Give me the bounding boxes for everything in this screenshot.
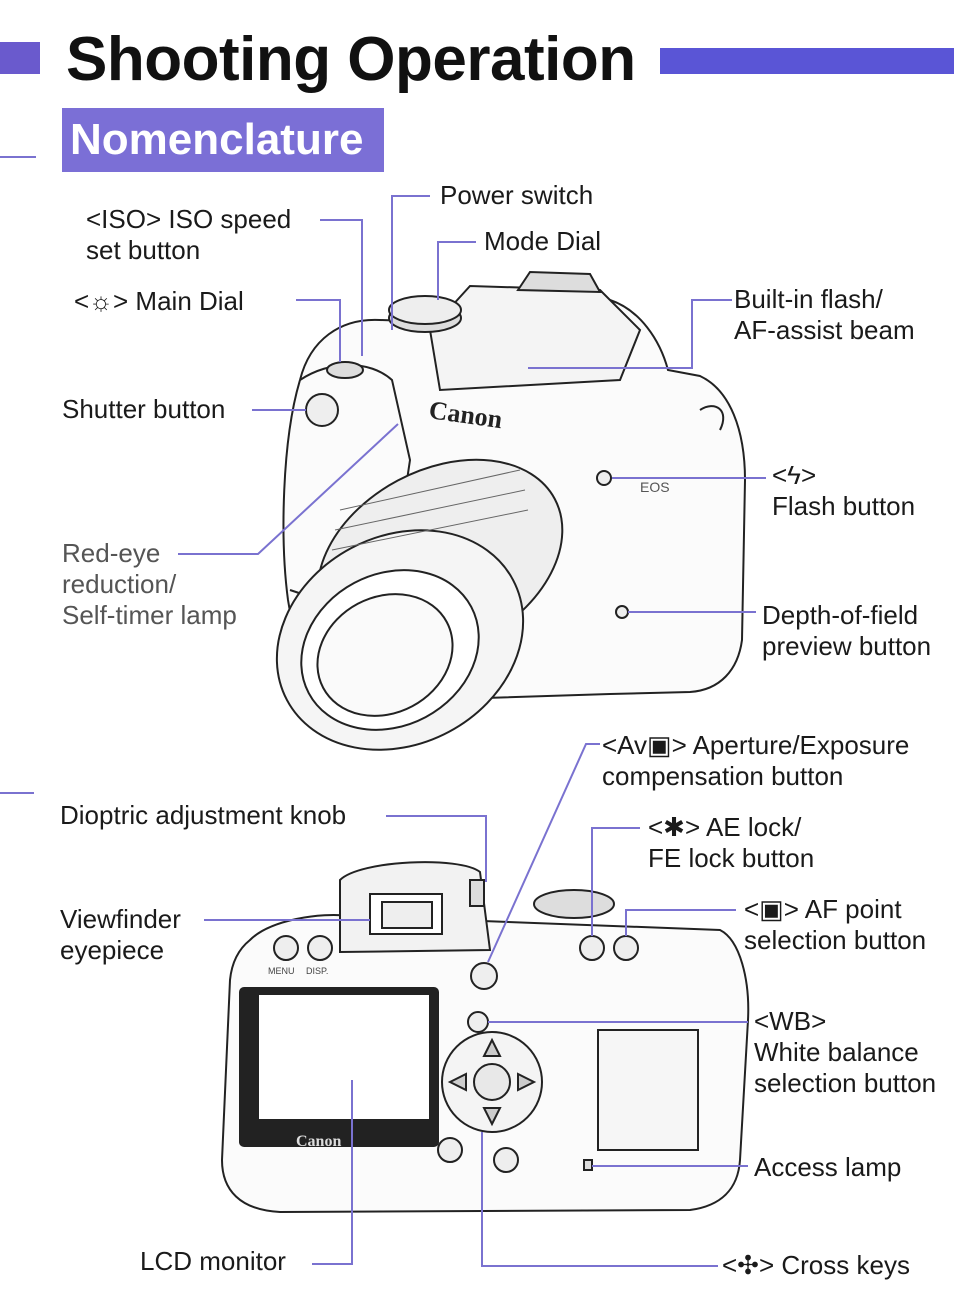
cross-keys-label: <✣> Cross keys [722, 1250, 910, 1280]
flash-button-label: <ϟ> Flash button [772, 460, 915, 522]
power-switch-label: Power switch [440, 180, 594, 210]
main-dial-label: <☼> Main Dial [74, 286, 244, 316]
iso-speed-label-line2: set button [86, 235, 201, 265]
depth-of-field-label-line1: Depth-of-field [762, 600, 919, 630]
viewfinder-label-line1: Viewfinder [60, 904, 181, 934]
aperture-exposure-label: <Av▣> Aperture/Exposure compensation but… [602, 730, 909, 792]
white-balance-label: <WB> White balance selection button [754, 1006, 936, 1099]
margin-mark [0, 792, 34, 794]
title-marker [0, 42, 40, 74]
built-in-flash-label-line2: AF-assist beam [734, 315, 915, 345]
margin-mark [0, 156, 36, 158]
white-balance-label-line3: selection button [754, 1068, 937, 1098]
viewfinder-label: Viewfinder eyepiece [60, 904, 181, 966]
back-brand-logo: Canon [296, 1133, 341, 1150]
ae-lock-label: <✱> AE lock/ FE lock button [648, 812, 814, 874]
lcd-monitor-label: LCD monitor [140, 1246, 286, 1276]
flash-button-label-line1: <ϟ> [772, 460, 817, 490]
section-subtitle: Nomenclature [62, 108, 384, 172]
depth-of-field-label-line2: preview button [762, 631, 932, 661]
disp-button-label: DISP. [306, 966, 328, 976]
af-point-label: <▣> AF point selection button [744, 894, 926, 956]
aperture-exposure-label-line1: <Av▣> Aperture/Exposure [602, 730, 910, 760]
white-balance-label-line1: <WB> [754, 1006, 827, 1036]
af-point-label-line1: <▣> AF point [744, 894, 902, 924]
red-eye-label-line3: Self-timer lamp [62, 600, 237, 630]
flash-button-label-line2: Flash button [772, 491, 916, 521]
iso-speed-label: <ISO> ISO speed set button [86, 204, 291, 266]
front-model-logo: EOS [640, 479, 670, 495]
built-in-flash-label-line1: Built-in flash/ [734, 284, 883, 314]
built-in-flash-label: Built-in flash/ AF-assist beam [734, 284, 915, 346]
title-bar [660, 48, 954, 74]
shutter-button-label: Shutter button [62, 394, 226, 424]
menu-button-label: MENU [268, 966, 295, 976]
ae-lock-label-line2: FE lock button [648, 843, 815, 873]
red-eye-label-line2: reduction/ [62, 569, 177, 599]
dioptric-knob-label: Dioptric adjustment knob [60, 800, 347, 830]
depth-of-field-label: Depth-of-field preview button [762, 600, 931, 662]
iso-speed-label-line1: <ISO> ISO speed [86, 204, 292, 234]
front-camera-illustration [275, 270, 747, 751]
ae-lock-label-line1: <✱> AE lock/ [648, 812, 802, 842]
mode-dial-label: Mode Dial [484, 226, 602, 256]
leader-lines [178, 195, 766, 1267]
white-balance-label-line2: White balance [754, 1037, 919, 1067]
af-point-label-line2: selection button [744, 925, 927, 955]
back-camera-illustration [220, 861, 750, 1214]
red-eye-label-line1: Red-eye [62, 538, 161, 568]
viewfinder-label-line2: eyepiece [60, 935, 165, 965]
red-eye-label: Red-eye reduction/ Self-timer lamp [62, 538, 237, 631]
access-lamp-label: Access lamp [754, 1152, 902, 1182]
aperture-exposure-label-line2: compensation button [602, 761, 844, 791]
page-title: Shooting Operation [66, 25, 636, 94]
